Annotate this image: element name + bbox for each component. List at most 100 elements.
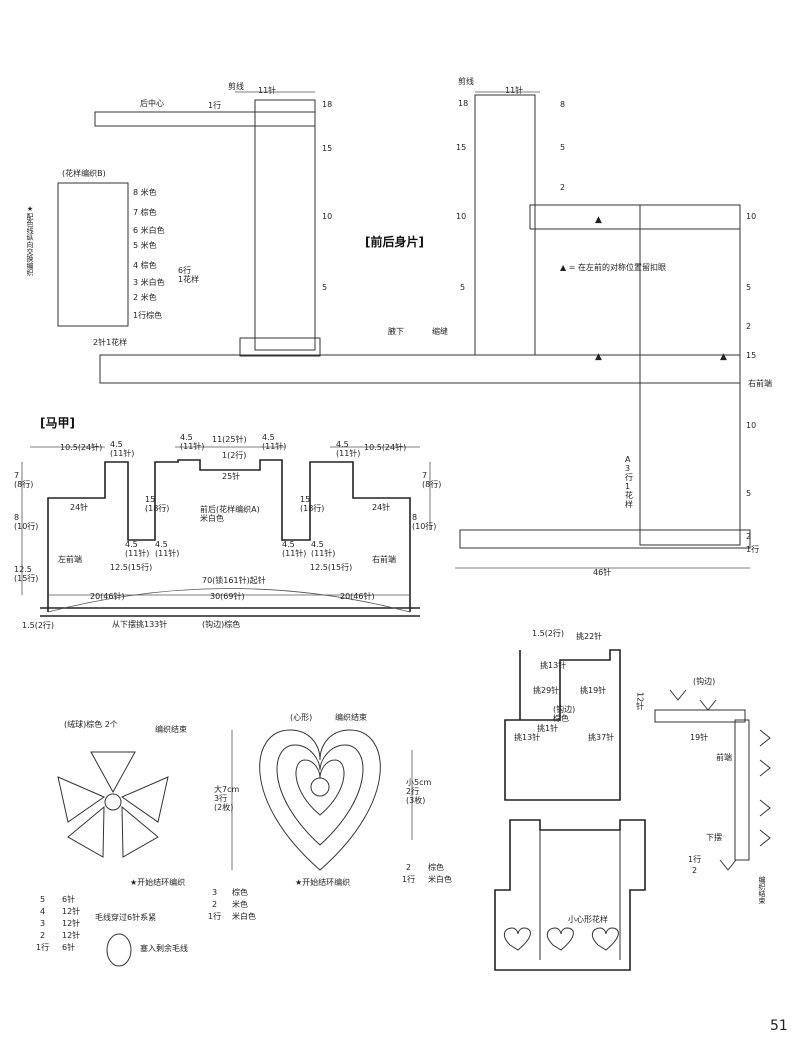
large-row-3: 3 [212,888,217,897]
finish-label: 编织结束 [758,875,766,905]
color-2: 2 米色 [133,292,157,302]
right-row-2: 8(10行) [412,513,436,531]
row-right-5b: 5 [746,283,751,292]
vest-dim-1: 10.5(24针) [60,442,102,452]
svg-text:▲: ▲ [595,352,602,362]
pompom-diagram: (绒球)棕色 2个 编织结束 ★开始结环编织 5 6针 4 12针 3 12针 … [36,719,188,967]
pompom-end: 编织结束 [155,724,187,734]
bottom-band [99,354,741,384]
neck-sts: 25针 [222,471,240,481]
color-7: 7 棕色 [133,207,157,217]
body-title: [前后身片] [365,234,424,249]
pompom-row-3: 3 [40,919,45,928]
edging-row-2: 2 [692,866,697,875]
pompom-sts-4: 12针 [62,906,80,916]
pattern-b: (花样编织B) ★配色线纵向交换编织 8 米色 7 棕色 6 米白色 5 米色 … [26,168,199,347]
heart-icon [546,927,574,951]
right-frame-side [639,204,741,546]
color-5: 5 米色 [133,240,157,250]
heart-pattern: 小心形花样 [568,914,608,924]
underarm: 腋下 [388,326,404,336]
edging-label-4: 挑19针 [580,685,606,695]
small-dim-4: 4.5(11针) [311,540,335,558]
left-column [254,99,316,351]
row-right-5: 5 [560,143,565,152]
edging-label-1: 挑22针 [576,631,602,641]
vest-outline [47,459,411,612]
sts-top-right: 11针 [505,85,523,95]
small-dim-2: 4.5(11针) [155,540,179,558]
bottom-dim-3: 20(46针) [340,591,375,601]
row-right-in-15: 15 [456,143,466,152]
heart-start: ★开始结环编织 [295,877,350,887]
heart-icon [591,927,619,951]
row-right-in-10: 10 [456,212,466,221]
hem-label: 下摆 [706,832,722,842]
row-right-15: 15 [746,351,756,360]
armhole-left: 15(18行) [145,495,169,513]
pattern-b-bottom: 2针1花样 [93,337,127,347]
edging-label-5: (钩边)棕色 [553,704,575,723]
heart-icon [503,927,531,951]
bottom-dim-2: 30(69针) [210,591,245,601]
row-left-15: 15 [322,144,332,153]
pompom-sts-1: 6针 [62,942,75,952]
edging-top: 1.5(2行) [532,628,564,638]
cast-on: 70(锁161针)起针 [202,575,266,585]
left-joint [239,337,321,357]
vest-dim-6: 4.5(11针) [336,440,360,458]
row-right-10: 10 [746,212,756,221]
pattern-b-title: (花样编织B) [62,168,106,178]
row-left-5: 5 [322,283,327,292]
pompom-row-2: 2 [40,931,45,940]
large-color-3: 棕色 [232,887,248,897]
left-row-3: 12.5(15行) [14,565,38,583]
pompom-start: ★开始结环编织 [130,877,185,887]
row1-left: 1行 [208,100,221,110]
pattern-b-side-note: ★配色线纵向交换编织 [26,205,34,277]
edging-label-8: 挑37针 [588,732,614,742]
heart-title: (心形) [290,713,312,722]
pompom-row-1: 1行 [36,942,49,952]
right-top-frame [529,204,741,230]
edging-label-3: 挑29针 [533,685,559,695]
small-dim-3: 4.5(11针) [282,540,306,558]
small-color-1: 米白色 [428,874,452,884]
edging-label-6: 挑1针 [537,723,558,733]
sts-top-left: 11针 [258,85,276,95]
edging-color: (钩边)棕色 [202,619,240,629]
thread-note: 毛线穿过6针系紧 [95,912,156,922]
edging-label-7: 挑13针 [514,732,540,742]
color-6: 6 米白色 [133,225,165,235]
edging-label-2: 挑13针 [540,660,566,670]
vest-title: [马甲] [40,416,75,430]
vest-dim-2: 4.5(11针) [110,440,134,458]
large-color-1: 米白色 [232,911,256,921]
bind-label: 缩缝 [432,326,448,336]
stuff-note: 塞入剩余毛线 [140,943,188,953]
vest-right-front: 右前端 [372,554,396,564]
right-front-label: 右前端 [748,378,772,388]
edging-row-1: 1行 [688,854,701,864]
vest-sketch [494,819,646,971]
color-8: 8 米色 [133,187,157,197]
page-number: 51 [770,1018,788,1034]
row-right-in-18: 18 [458,99,468,108]
row-right-2: 2 [560,183,565,192]
pompom-row-4: 4 [40,907,45,916]
left-row-1: 7(8行) [14,471,33,489]
pickup: 从下摆挑133针 [112,619,167,629]
vest-dim-7: 10.5(24针) [364,442,406,452]
armhole-right: 15(18行) [300,495,324,513]
left-24: 24针 [70,502,88,512]
small-dim-1: 4.5(11针) [125,540,149,558]
row-left-18: 18 [322,100,332,109]
left-top-band [94,111,316,127]
color-4: 4 棕色 [133,260,157,270]
right-row-1: 7(8行) [422,471,441,489]
front-label: 前端 [716,752,732,762]
